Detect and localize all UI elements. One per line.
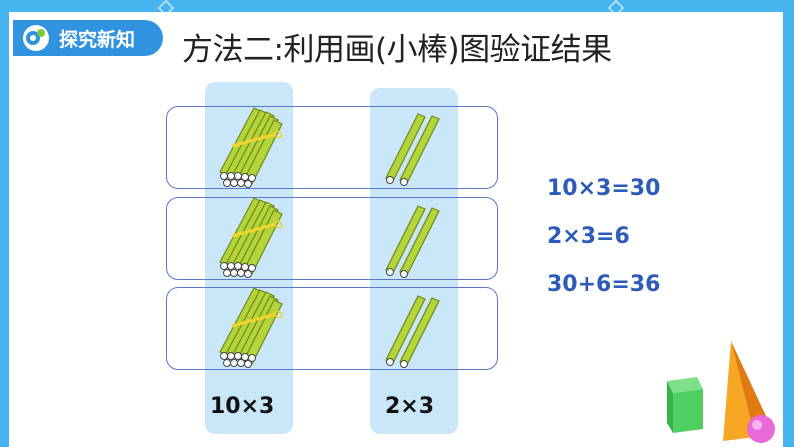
single-sticks-icon [385,113,440,186]
logo-icon [23,25,49,51]
frame-top-bar [0,0,794,12]
frame-left-bar [0,0,9,447]
tens-column-label: 10×3 [210,394,275,419]
row-box-1 [166,106,498,189]
single-sticks-icon [385,295,440,369]
frame-right-bar [783,0,794,447]
equation-2: 2×3=6 [547,224,630,249]
ones-column-label: 2×3 [385,394,435,419]
row-box-2 [166,197,498,280]
equation-3: 30+6=36 [547,272,661,297]
stick-bundle-icon [218,286,284,369]
section-badge-label: 探究新知 [59,28,136,51]
stick-bundle-icon [218,196,284,279]
single-sticks-icon [385,205,440,279]
equation-1: 10×3=30 [547,176,661,201]
decorative-shapes-icon [667,341,775,443]
stick-bundle-icon [219,107,283,188]
page-title: 方法二:利用画(小棒)图验证结果 [182,32,612,68]
row-box-3 [166,287,498,370]
section-badge: 探究新知 [13,20,163,56]
